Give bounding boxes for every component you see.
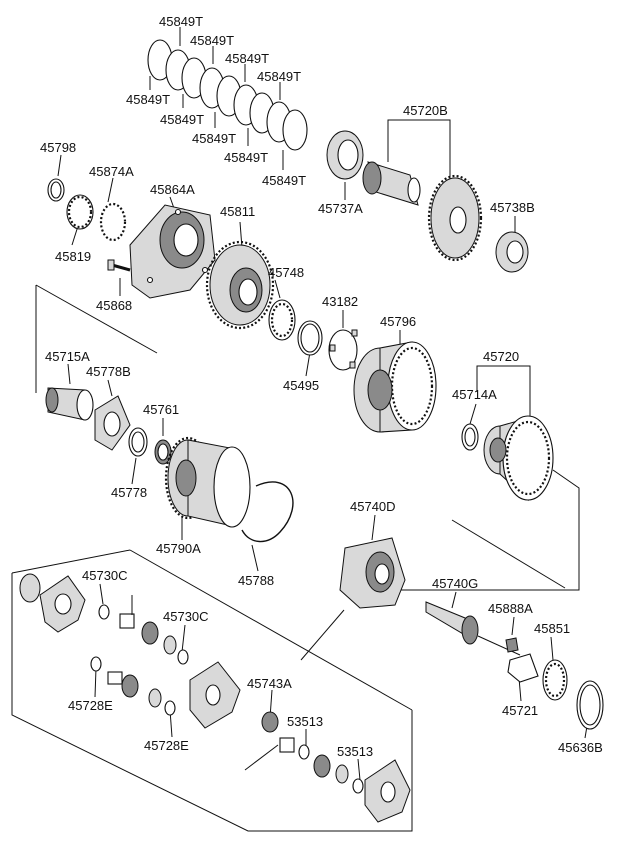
ring-45495 xyxy=(297,320,323,356)
label-45849T-6: 45849T xyxy=(160,112,204,127)
planet-carrier-mid xyxy=(189,661,241,729)
bolt-45868 xyxy=(107,259,131,272)
shaft-45740G xyxy=(425,601,521,656)
label-45849T-3: 45849T xyxy=(225,51,269,66)
snap-ring-45798 xyxy=(47,178,65,202)
frame-lines xyxy=(11,284,580,832)
planet-carrier-front xyxy=(19,573,86,633)
label-45738B: 45738B xyxy=(490,200,535,215)
label-45761: 45761 xyxy=(143,402,179,417)
bearing-45738B xyxy=(495,231,529,273)
label-45778B: 45778B xyxy=(86,364,131,379)
shaft-45715A xyxy=(45,387,94,421)
snap-ring-45636B xyxy=(576,680,604,730)
label-45778: 45778 xyxy=(111,485,147,500)
label-45495: 45495 xyxy=(283,378,319,393)
label-45737A: 45737A xyxy=(318,201,363,216)
carrier-45740D xyxy=(339,537,406,609)
washer-45778 xyxy=(128,427,148,457)
label-45721: 45721 xyxy=(502,703,538,718)
label-45849T-1: 45849T xyxy=(159,14,203,29)
ring-gear-45720 xyxy=(483,415,554,502)
label-45730C-1: 45730C xyxy=(82,568,128,583)
ring-45874A xyxy=(99,202,127,242)
label-45819: 45819 xyxy=(55,249,91,264)
drum-45796 xyxy=(353,341,437,433)
label-45728E-1: 45728E xyxy=(68,698,113,713)
label-45849T-5: 45849T xyxy=(126,92,170,107)
washer-45761 xyxy=(154,439,172,465)
label-45728E-2: 45728E xyxy=(144,738,189,753)
part-labels: 45849T 45849T 45849T 45849T 45849T 45849… xyxy=(40,14,603,759)
label-43182: 43182 xyxy=(322,294,358,309)
plate-45778B xyxy=(94,395,131,451)
label-45849T-9: 45849T xyxy=(262,173,306,188)
gear-45811 xyxy=(205,240,275,330)
label-45868: 45868 xyxy=(96,298,132,313)
washer-45721 xyxy=(507,653,539,683)
label-45740G: 45740G xyxy=(432,576,478,591)
label-45730C-2: 45730C xyxy=(163,609,209,624)
label-45740D: 45740D xyxy=(350,499,396,514)
ring-45851 xyxy=(542,659,568,701)
clutch-plate-stack xyxy=(147,39,308,151)
label-45849T-7: 45849T xyxy=(192,131,236,146)
label-45811: 45811 xyxy=(220,204,255,219)
label-45720B: 45720B xyxy=(403,103,448,118)
snap-ring-45788 xyxy=(241,481,294,543)
plate-43182 xyxy=(328,329,358,371)
ring-45819 xyxy=(66,194,94,230)
ring-45714A xyxy=(461,423,479,451)
label-45849T-8: 45849T xyxy=(224,150,268,165)
thrust-bearing-45748 xyxy=(268,299,296,341)
label-45790A: 45790A xyxy=(156,541,201,556)
pinion-gear-upper xyxy=(141,621,189,665)
label-45849T-4: 45849T xyxy=(257,69,301,84)
label-45788: 45788 xyxy=(238,573,274,588)
pin-45888A xyxy=(505,637,519,653)
label-45864A: 45864A xyxy=(150,182,195,197)
pinion-shaft-upper xyxy=(98,595,135,629)
washer-45743A xyxy=(261,711,279,733)
label-45796: 45796 xyxy=(380,314,416,329)
label-45748: 45748 xyxy=(268,265,304,280)
retainer-45864A xyxy=(129,204,216,299)
label-45798: 45798 xyxy=(40,140,76,155)
label-45874A: 45874A xyxy=(89,164,134,179)
label-45743A: 45743A xyxy=(247,676,292,691)
label-53513-1: 53513 xyxy=(287,714,323,729)
pinion-set-lower xyxy=(279,737,364,794)
bearing-45737A xyxy=(326,130,364,180)
pinion-shaft-lower xyxy=(90,656,176,716)
label-53513-2: 53513 xyxy=(337,744,373,759)
label-45714A: 45714A xyxy=(452,387,497,402)
label-45888A: 45888A xyxy=(488,601,533,616)
label-45851: 45851 xyxy=(534,621,570,636)
planet-carrier-rear xyxy=(364,759,411,823)
label-45720: 45720 xyxy=(483,349,519,364)
label-45849T-2: 45849T xyxy=(190,33,234,48)
label-45636B: 45636B xyxy=(558,740,603,755)
gear-shaft-45720B xyxy=(362,161,483,262)
label-45715A: 45715A xyxy=(45,349,90,364)
drum-45790A xyxy=(164,436,251,528)
